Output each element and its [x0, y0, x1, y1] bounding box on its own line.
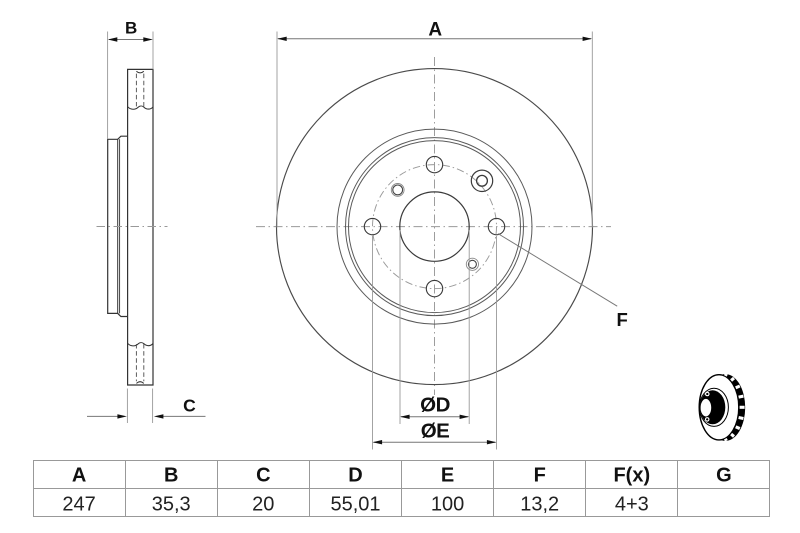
svg-text:20: 20 — [252, 493, 274, 515]
svg-text:A: A — [72, 465, 86, 487]
svg-text:ØD: ØD — [420, 393, 450, 416]
svg-text:13,2: 13,2 — [520, 493, 559, 515]
svg-text:B: B — [125, 19, 137, 38]
svg-text:F: F — [534, 465, 546, 487]
svg-text:B: B — [164, 465, 178, 487]
svg-text:247: 247 — [62, 493, 95, 515]
svg-text:D: D — [348, 465, 362, 487]
svg-text:F(x): F(x) — [613, 465, 650, 487]
svg-text:F: F — [617, 309, 628, 330]
svg-text:C: C — [183, 396, 196, 416]
svg-text:4+3: 4+3 — [615, 493, 649, 515]
svg-text:ØE: ØE — [421, 419, 450, 442]
svg-text:100: 100 — [431, 493, 464, 515]
svg-text:55,01: 55,01 — [330, 493, 380, 515]
svg-text:C: C — [256, 465, 270, 487]
svg-text:A: A — [428, 19, 442, 40]
svg-text:E: E — [441, 465, 454, 487]
svg-text:35,3: 35,3 — [152, 493, 191, 515]
svg-text:G: G — [716, 465, 732, 487]
